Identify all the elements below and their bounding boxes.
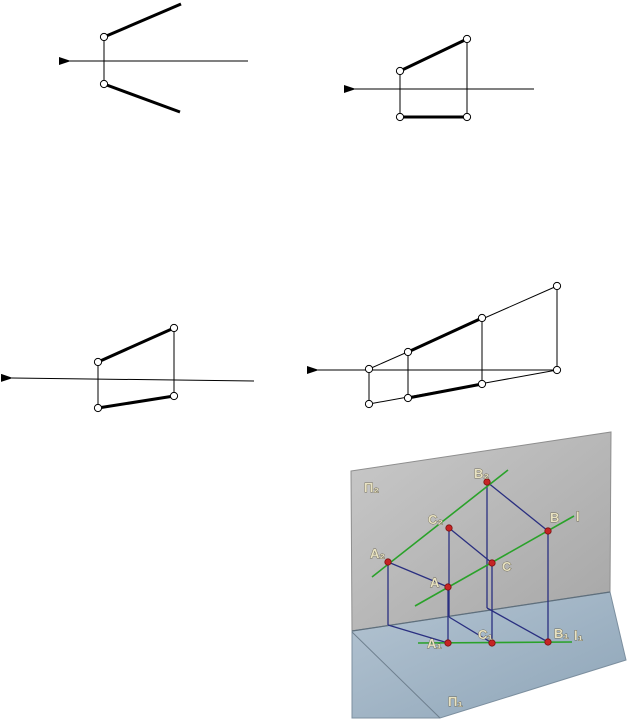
- point-node: [364, 364, 374, 374]
- point-node: [462, 34, 472, 44]
- axis-arrow: [0, 373, 255, 382]
- label-a2: A₂: [370, 546, 385, 561]
- point-node: [552, 281, 562, 291]
- projector-axis-a1: [387, 624, 449, 644]
- label-b2: B₂: [474, 466, 489, 481]
- point-c1: [488, 639, 496, 647]
- point-c: [488, 559, 496, 567]
- label-c1: C₁: [478, 627, 493, 642]
- figure-1-two-lines: [59, 2, 248, 114]
- figure-2-quadrilateral: [344, 34, 534, 122]
- projector-c2-c: [448, 527, 493, 564]
- point-node: [93, 357, 103, 367]
- projector-axis-b1: [486, 607, 549, 643]
- point-node: [395, 112, 405, 122]
- figure-3-quadrilateral: [0, 323, 255, 413]
- point-a2: [384, 558, 392, 566]
- label-b1: B₁: [554, 626, 569, 641]
- upper-segment: [103, 2, 182, 39]
- lower-segment: [407, 382, 483, 400]
- label-pi2: Π₂: [364, 480, 379, 495]
- point-node: [169, 391, 179, 401]
- label-pi1: Π₁: [448, 694, 463, 709]
- point-b: [544, 527, 552, 535]
- projector-b2-b: [486, 481, 549, 532]
- floor-edge: [351, 631, 441, 719]
- point-node: [99, 32, 109, 42]
- upper-segment: [97, 326, 175, 364]
- label-l1: l₁: [574, 628, 583, 643]
- point-node: [169, 323, 179, 333]
- point-node: [403, 393, 413, 403]
- label-a1: A₁: [427, 636, 442, 651]
- label-c: C: [502, 559, 512, 574]
- figure-5-3d-projection: Π₂ Π₁ A₂ B₂ C₂ A B C A₁ C₁ B₁ l l₁: [350, 431, 627, 719]
- point-node: [477, 379, 487, 389]
- label-l: l: [576, 509, 580, 524]
- projector-a2-a: [387, 561, 449, 588]
- label-b: B: [550, 510, 559, 525]
- lower-segment: [97, 394, 175, 410]
- lower-segment: [103, 82, 181, 114]
- label-a: A: [430, 575, 440, 590]
- point-node: [364, 399, 374, 409]
- point-node: [99, 79, 109, 89]
- label-c2: C₂: [428, 512, 443, 527]
- upper-segment: [399, 37, 468, 73]
- point-node: [403, 347, 413, 357]
- point-c2: [445, 524, 453, 532]
- point-node: [395, 66, 405, 76]
- figure-4-extended-lines: [307, 281, 562, 409]
- point-node: [462, 112, 472, 122]
- point-node: [93, 403, 103, 413]
- point-a1: [444, 639, 452, 647]
- projection-axis: [351, 591, 611, 632]
- line-l2: [371, 469, 509, 578]
- point-node: [477, 313, 487, 323]
- point-b2: [483, 478, 491, 486]
- point-a: [444, 583, 452, 591]
- point-node: [552, 365, 562, 375]
- upper-segment: [407, 316, 483, 354]
- point-b1: [544, 638, 552, 646]
- projector-axis-c1: [448, 616, 493, 644]
